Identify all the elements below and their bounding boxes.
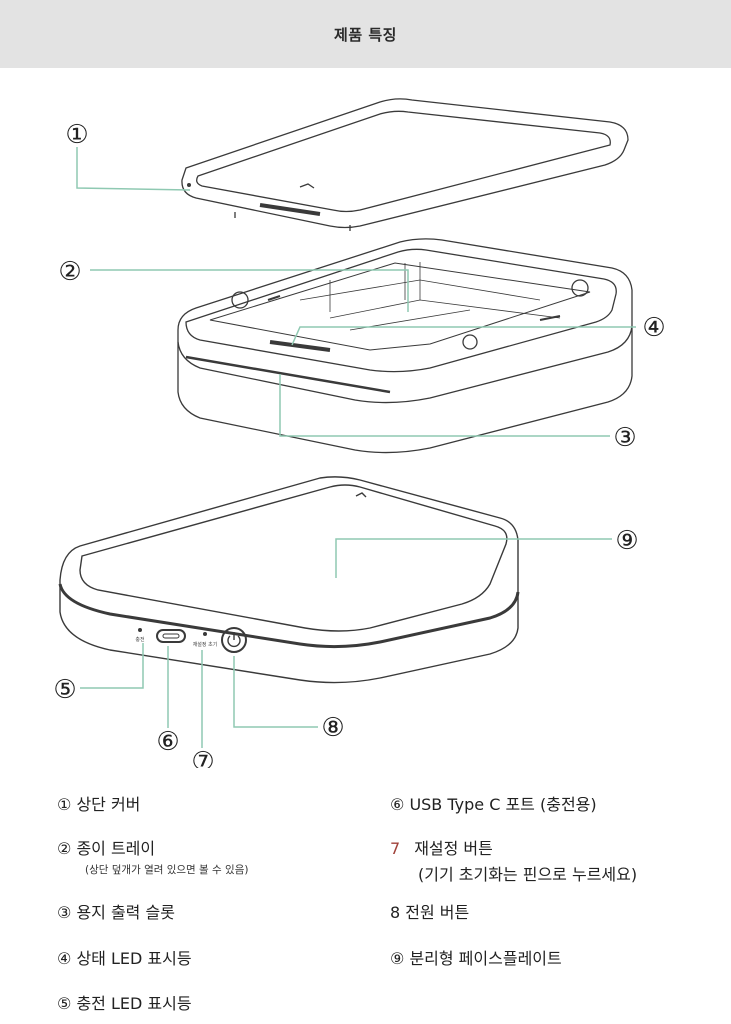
callout-6: ⑥ xyxy=(156,727,179,757)
top-cover xyxy=(181,98,629,231)
reset-label: 재설정 초기 xyxy=(193,641,218,648)
legend-item-5: ⑤ 충전 LED 표시등 xyxy=(57,994,192,1013)
legend-text: 분리형 페이스플레이트 xyxy=(409,949,562,968)
callout-1: ① xyxy=(65,120,88,150)
legend-item-4: ④ 상태 LED 표시등 xyxy=(57,949,192,968)
callout-3: ③ xyxy=(613,423,636,453)
led-charge-label: 충전 xyxy=(135,636,145,643)
legend-item-2: ② 종이 트레이 (상단 덮개가 열려 있으면 볼 수 있음) xyxy=(57,839,249,876)
legend-item-3: ③ 용지 출력 슬롯 xyxy=(57,903,175,922)
legend-text: 종이 트레이 xyxy=(76,839,156,858)
callout-7: ⑦ xyxy=(191,747,214,768)
header-bar: 제품 특징 xyxy=(0,0,731,68)
callout-9: ⑨ xyxy=(615,526,638,556)
legend-text: 전원 버튼 xyxy=(405,903,470,922)
legend-item-6: ⑥ USB Type C 포트 (충전용) xyxy=(390,795,597,814)
legend-item-8: 8 전원 버튼 xyxy=(390,903,470,922)
legend-text: 상단 커버 xyxy=(76,795,141,814)
legend-text: USB Type C 포트 (충전용) xyxy=(409,795,597,814)
legend-subtext: (상단 덮개가 열려 있으면 볼 수 있음) xyxy=(85,864,249,876)
legend-item-1: ① 상단 커버 xyxy=(57,795,141,814)
callout-2: ② xyxy=(58,257,81,287)
legend-text: 충전 LED 표시등 xyxy=(76,994,192,1013)
base-with-tray xyxy=(177,238,633,454)
page-title: 제품 특징 xyxy=(334,25,397,44)
callout-4: ④ xyxy=(642,313,665,343)
assembled-device xyxy=(58,476,520,684)
legend-subtext: (기기 초기화는 핀으로 누르세요) xyxy=(418,865,638,884)
legend-text: 상태 LED 표시등 xyxy=(76,949,192,968)
product-diagram: 충전 재설정 초기 ① ② ③ ④ ⑤ ⑥ ⑦ ⑧ ⑨ xyxy=(53,98,666,768)
callout-8: ⑧ xyxy=(321,713,344,743)
legend-text: 용지 출력 슬롯 xyxy=(76,903,175,922)
leader-lines xyxy=(76,147,636,748)
legend-item-9: ⑨ 분리형 페이스플레이트 xyxy=(390,949,562,968)
callout-5: ⑤ xyxy=(53,675,76,705)
legend-text: 재설정 버튼 xyxy=(414,839,493,858)
